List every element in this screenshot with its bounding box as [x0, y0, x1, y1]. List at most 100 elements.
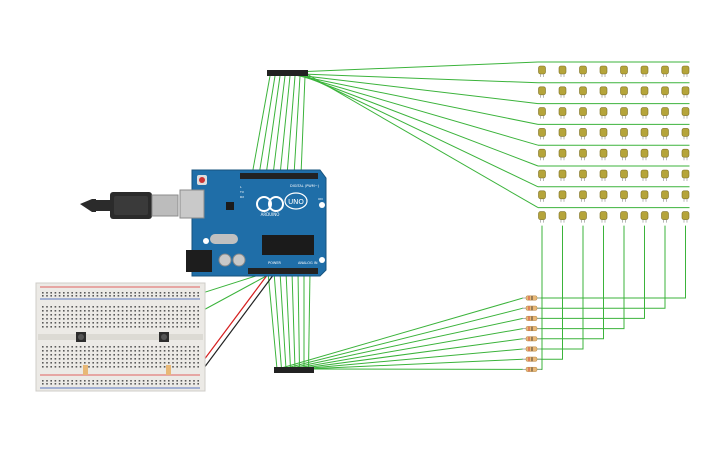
top-header-fan-wire: [299, 72, 539, 188]
breadboard-hole: [138, 362, 141, 364]
breadboard-hole: [88, 366, 90, 368]
arduino-board[interactable]: UNO ARDUINO DIGITAL (PWM~) POWER ANALOG …: [179, 169, 327, 277]
breadboard-hole: [105, 346, 107, 348]
breadboard-hole: [184, 322, 187, 324]
breadboard-hole: [54, 350, 57, 352]
resistor-fan-wire: [295, 338, 524, 370]
breadboard-hole: [147, 295, 149, 297]
breadboard-hole: [63, 380, 65, 382]
breadboard-hole: [163, 322, 166, 324]
breadboard-hole: [113, 350, 115, 352]
breadboard-hole: [180, 318, 183, 320]
breadboard-hole: [63, 358, 65, 360]
led: [599, 107, 608, 116]
breadboard-hole: [126, 295, 128, 297]
breadboard-hole: [159, 383, 162, 385]
breadboard-hole: [155, 346, 157, 348]
top-header-drop-wire: [251, 75, 271, 176]
breadboard-hole: [96, 306, 99, 308]
breadboard-hole: [42, 346, 44, 348]
analog-label: ANALOG IN: [298, 261, 318, 265]
breadboard-hole: [121, 318, 124, 320]
top-header-drop-wire: [300, 75, 306, 176]
breadboard-hole: [50, 292, 52, 294]
breadboard-hole: [180, 354, 183, 356]
breadboard-hole: [117, 326, 120, 328]
top-pin-header: [267, 70, 308, 76]
breadboard-hole: [130, 318, 132, 320]
breadboard-hole: [113, 380, 115, 382]
breadboard-hole: [172, 380, 174, 382]
breadboard-hole: [197, 346, 199, 348]
breadboard-hole: [105, 314, 107, 316]
breadboard-hole: [147, 362, 149, 364]
breadboard-hole: [168, 322, 170, 324]
breadboard-hole: [147, 306, 149, 308]
breadboard-hole: [96, 318, 99, 320]
breadboard-hole: [113, 362, 115, 364]
breadboard-hole: [42, 350, 44, 352]
breadboard-hole: [197, 318, 199, 320]
mount-hole-3: [319, 257, 325, 263]
breadboard-hole: [151, 350, 153, 352]
breadboard-hole: [84, 346, 86, 348]
breadboard-hole: [109, 346, 111, 348]
breadboard-hole: [75, 350, 78, 352]
breadboard-hole: [88, 383, 90, 385]
breadboard-hole: [130, 322, 132, 324]
breadboard-hole: [180, 306, 183, 308]
breadboard-hole: [126, 310, 128, 312]
breadboard[interactable]: [35, 282, 206, 392]
breadboard-hole: [184, 306, 187, 308]
breadboard-hole: [63, 318, 65, 320]
push-button-2[interactable]: [159, 332, 169, 342]
breadboard-hole: [138, 350, 141, 352]
bottom-pin-header: [274, 367, 314, 373]
breadboard-hole: [168, 292, 170, 294]
breadboard-hole: [100, 354, 103, 356]
matrix-column-wire: [537, 225, 686, 299]
breadboard-hole: [142, 362, 145, 364]
breadboard-hole: [46, 362, 48, 364]
breadboard-hole: [105, 383, 107, 385]
breadboard-hole: [176, 318, 178, 320]
breadboard-hole: [168, 295, 170, 297]
breadboard-hole: [84, 383, 86, 385]
resistor-bank: [522, 295, 541, 372]
breadboard-hole: [58, 295, 61, 297]
breadboard-hole: [54, 295, 57, 297]
breadboard-hole: [109, 318, 111, 320]
breadboard-hole: [46, 310, 48, 312]
breadboard-hole: [172, 346, 174, 348]
breadboard-hole: [109, 366, 111, 368]
matrix-column-wire: [537, 225, 625, 330]
breadboard-hole: [71, 362, 73, 364]
breadboard-hole: [113, 295, 115, 297]
led: [681, 211, 690, 220]
breadboard-hole: [105, 354, 107, 356]
breadboard-hole: [176, 326, 178, 328]
matrix-column-wire: [537, 225, 563, 360]
led: [640, 86, 649, 96]
breadboard-hole: [67, 295, 69, 297]
breadboard-hole: [117, 358, 120, 360]
breadboard-hole: [151, 354, 153, 356]
led: [599, 148, 608, 158]
atmega-chip: [262, 235, 314, 255]
breadboard-hole: [75, 318, 78, 320]
breadboard-hole: [138, 322, 141, 324]
breadboard-hole: [147, 318, 149, 320]
breadboard-hole: [117, 314, 120, 316]
breadboard-hole: [71, 380, 73, 382]
breadboard-hole: [42, 383, 44, 385]
led: [640, 169, 649, 179]
breadboard-hole: [67, 358, 69, 360]
breadboard-hole: [42, 354, 44, 356]
push-button-1[interactable]: [76, 332, 86, 342]
breadboard-hole: [126, 318, 128, 320]
breadboard-hole: [142, 292, 145, 294]
breadboard-hole: [176, 366, 178, 368]
breadboard-hole: [176, 314, 178, 316]
breadboard-hole: [180, 366, 183, 368]
breadboard-hole: [63, 362, 65, 364]
